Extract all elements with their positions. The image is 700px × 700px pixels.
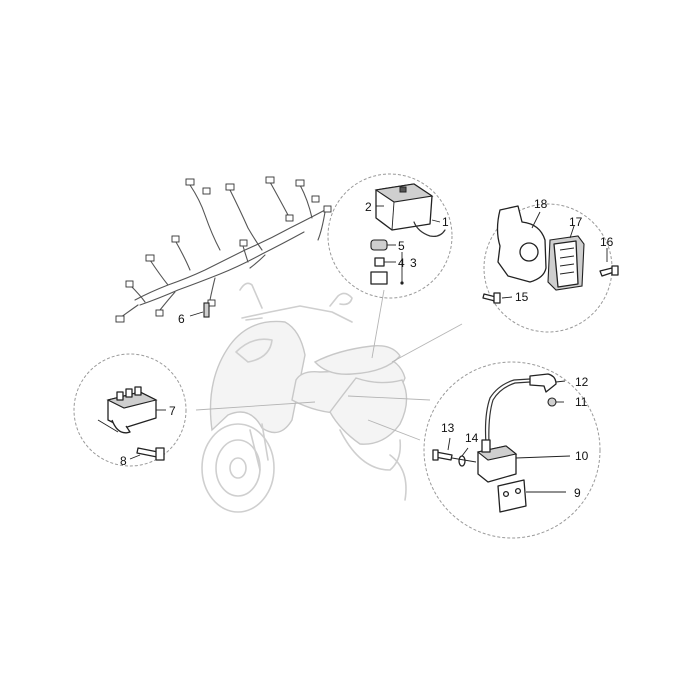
part-number-10: 10 <box>575 449 589 463</box>
part-number-3: 3 <box>410 256 417 270</box>
part-number-12: 12 <box>575 375 589 389</box>
part-labels: 1 2 3 4 5 6 7 8 9 10 11 12 13 14 15 16 1… <box>120 197 614 500</box>
detail-circle-ignition-coil <box>423 361 601 539</box>
part-number-15: 15 <box>515 290 529 304</box>
label-leaders <box>129 205 608 493</box>
part-number-9: 9 <box>574 486 581 500</box>
part-number-5: 5 <box>398 239 405 253</box>
part-number-8: 8 <box>120 454 127 468</box>
part-number-6: 6 <box>178 312 185 326</box>
detail-circle-battery <box>327 173 453 299</box>
wiring-harness <box>115 176 332 323</box>
connector-lines <box>195 289 463 441</box>
part-number-2: 2 <box>365 200 372 214</box>
part-number-1: 1 <box>442 215 449 229</box>
part-number-16: 16 <box>600 235 614 249</box>
ignition-coil-group <box>432 373 557 513</box>
part-number-11: 11 <box>575 395 588 409</box>
part-number-18: 18 <box>534 197 548 211</box>
part-number-13: 13 <box>441 421 455 435</box>
regulator-group <box>482 205 619 304</box>
detail-circle-cdi <box>73 353 187 467</box>
part-number-14: 14 <box>465 431 479 445</box>
part-number-17: 17 <box>569 215 583 229</box>
cdi-group <box>97 386 166 461</box>
part-number-7: 7 <box>169 404 176 418</box>
scooter-outline <box>201 282 408 513</box>
part-number-4: 4 <box>398 256 405 270</box>
battery-group <box>370 183 446 285</box>
part-6-screw <box>189 302 210 318</box>
